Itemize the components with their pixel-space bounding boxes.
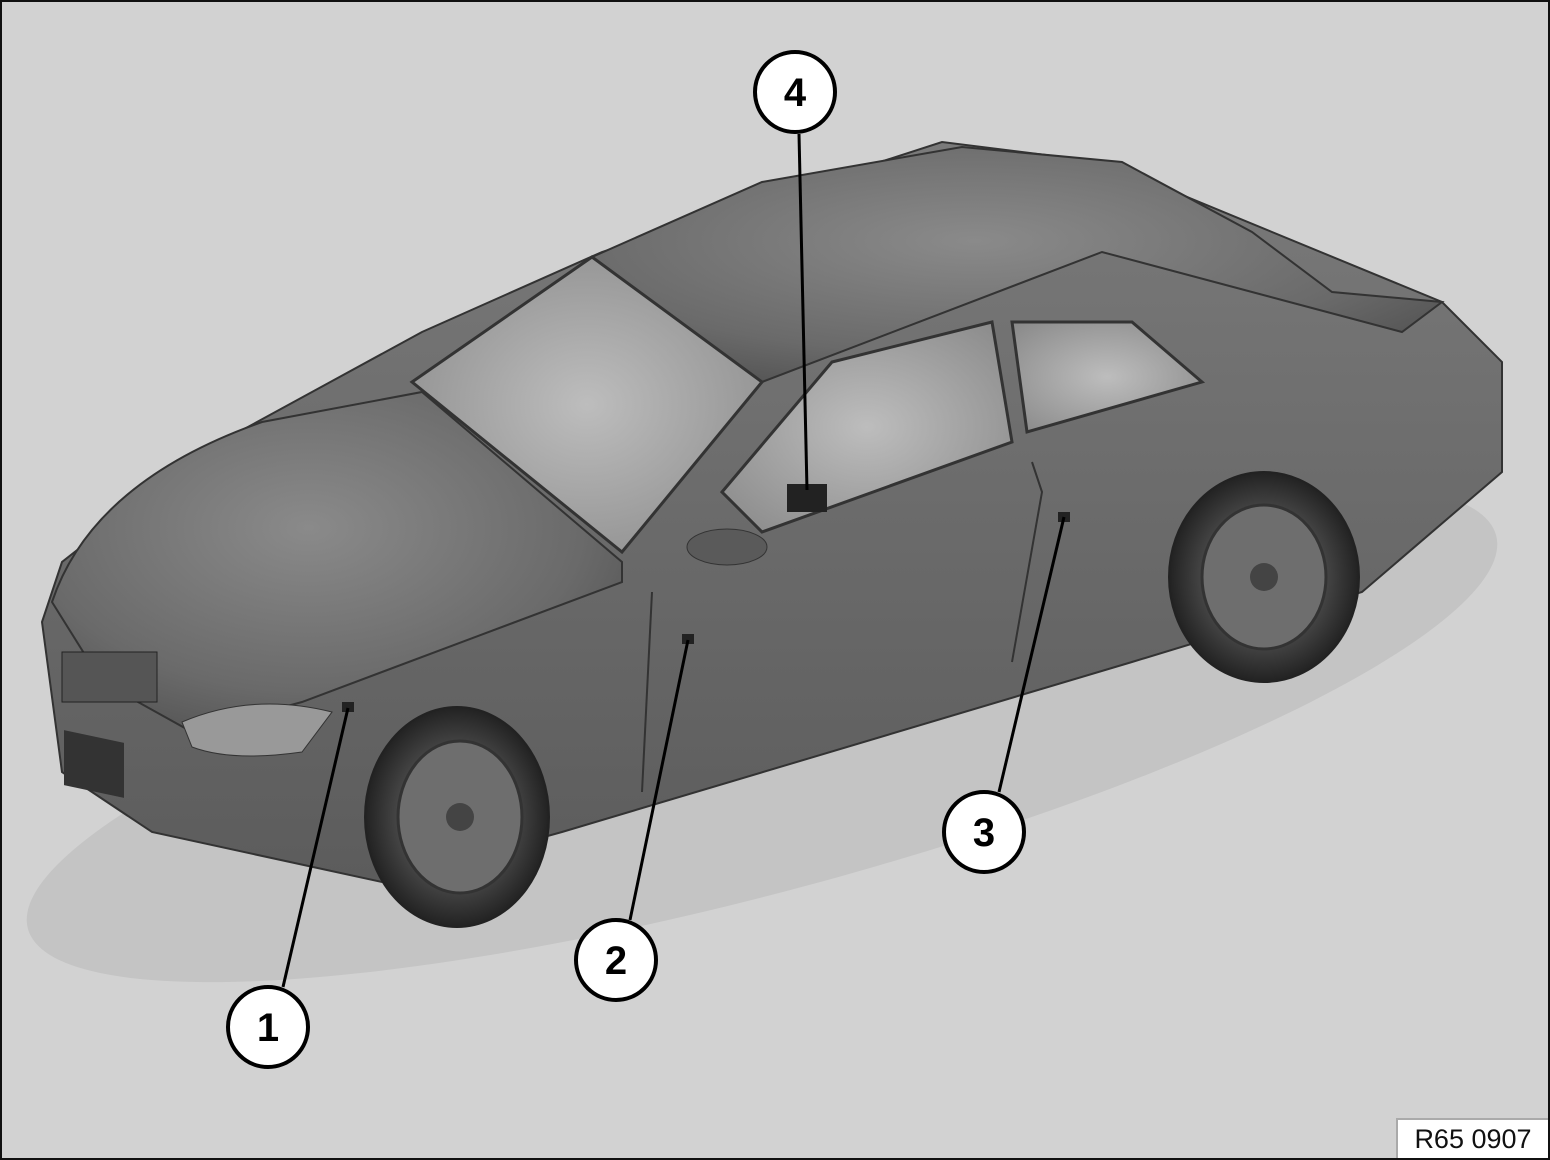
svg-text:4: 4 <box>784 71 807 115</box>
car-hood <box>50 390 623 734</box>
license-plate <box>64 730 124 798</box>
figure-code: R65 0907 <box>1396 1118 1548 1158</box>
headlight <box>181 703 333 757</box>
svg-text:1: 1 <box>257 1006 279 1050</box>
side-window <box>719 320 1014 534</box>
sensor-marker-1 <box>342 702 354 712</box>
callout-4: 4 <box>753 50 837 134</box>
svg-text:2: 2 <box>605 939 627 983</box>
door-line <box>641 461 1044 793</box>
front-wheel <box>364 706 550 928</box>
rear-window <box>1010 320 1206 434</box>
rear-wheel <box>1168 471 1360 683</box>
svg-text:3: 3 <box>973 811 995 855</box>
sensor-marker-2 <box>682 634 694 644</box>
windshield <box>409 255 765 555</box>
side-mirror <box>686 528 768 566</box>
callout-1: 1 <box>226 985 310 1069</box>
kidney-grille <box>61 651 158 703</box>
callout-3: 3 <box>942 790 1026 874</box>
leader-lines <box>281 133 1066 988</box>
callout-2: 2 <box>574 918 658 1002</box>
